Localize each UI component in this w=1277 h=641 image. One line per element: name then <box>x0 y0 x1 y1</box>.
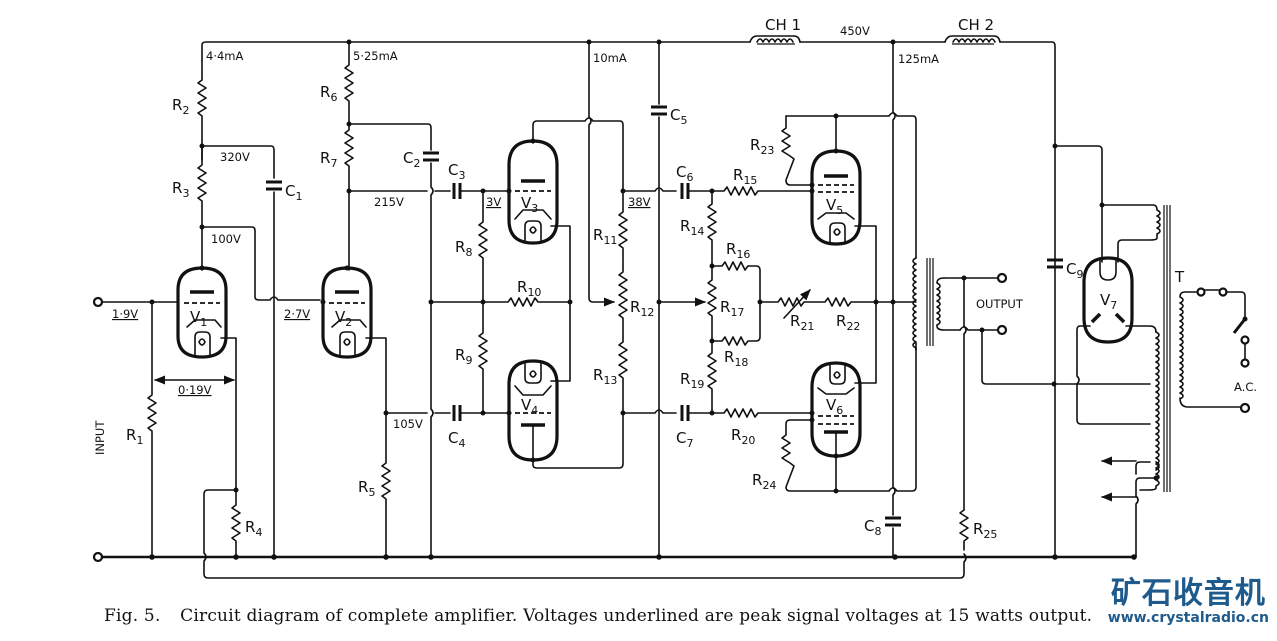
r15-label: R15 <box>733 166 757 187</box>
ch2-label: CH 2 <box>958 16 994 34</box>
c5-branch: C5 <box>651 41 707 558</box>
voltage-input: 1·9V <box>112 307 138 321</box>
stage-output: V5 R23 V6 R24 C8 <box>750 41 917 558</box>
r6-label: R6 <box>320 83 337 104</box>
choke-ch1: CH 1 <box>749 16 801 45</box>
v3-label: V3 <box>521 194 538 215</box>
r20-label: R20 <box>731 426 755 447</box>
c8-label: C8 <box>864 517 881 538</box>
c5-label: C5 <box>670 106 687 127</box>
v2-label: V2 <box>335 308 352 329</box>
r10-label: R10 <box>517 278 541 299</box>
r16-label: R16 <box>726 240 750 261</box>
r7-label: R7 <box>320 149 337 170</box>
v7-label: V7 <box>1100 291 1117 312</box>
c1-label: C1 <box>285 182 302 203</box>
r25-label: R25 <box>973 520 997 541</box>
c4-label: C4 <box>448 429 465 450</box>
voltage-v2-grid: 2·7V <box>284 307 310 321</box>
voltage-v3-out: 38V <box>628 195 651 209</box>
current-label-v2: 5·25mA <box>353 49 398 63</box>
r21-label: R21 <box>790 312 814 333</box>
r14-label: R14 <box>680 217 704 238</box>
ht-rail <box>201 39 1056 556</box>
c9-label: C9 <box>1066 260 1083 281</box>
v4-label: V4 <box>521 396 538 417</box>
r19-label: R19 <box>680 370 704 391</box>
current-label-v1: 4·4mA <box>206 49 243 63</box>
figure-number: Fig. 5. <box>104 606 161 626</box>
r11-label: R11 <box>593 226 617 247</box>
v5-label: V5 <box>826 196 843 217</box>
voltage-105v: 105V <box>393 417 423 431</box>
c2-label: C2 <box>403 149 420 170</box>
r8-label: R8 <box>455 238 472 259</box>
r23-label: R23 <box>750 136 774 157</box>
c3-label: C3 <box>448 161 465 182</box>
watermark-site-name: 矿石收音机 <box>1110 576 1266 611</box>
r13-label: R13 <box>593 366 617 387</box>
v1-label: V1 <box>190 308 207 329</box>
output-label: OUTPUT <box>976 297 1024 311</box>
c7-label: C7 <box>676 429 693 450</box>
power-supply: C9 V7 T <box>1047 143 1257 558</box>
voltage-v3-grid: 3V <box>486 195 501 209</box>
r5-label: R5 <box>358 478 375 499</box>
stage-phase-splitter: C3 3V R8 R10 R9 C4 V3 <box>428 41 677 469</box>
figure-caption-text: Circuit diagram of complete amplifier. V… <box>180 606 1093 626</box>
v6-label: V6 <box>826 396 843 417</box>
ground-rail <box>92 551 1137 563</box>
ac-label: A.C. <box>1234 380 1257 394</box>
r12-label: R12 <box>630 298 654 319</box>
r1-label: R1 <box>126 426 143 447</box>
output-transformer: OUTPUT R25 <box>912 257 1151 551</box>
input-label: INPUT <box>93 420 107 455</box>
hv-voltage-label: 450V <box>840 24 870 38</box>
transformer-label: T <box>1174 268 1185 286</box>
r9-label: R9 <box>455 346 472 367</box>
voltage-320v: 320V <box>220 150 250 164</box>
current-label-phase-splitter: 10mA <box>593 51 627 65</box>
voltage-100v: 100V <box>211 232 241 246</box>
voltage-215v: 215V <box>374 195 404 209</box>
ch1-label: CH 1 <box>765 16 801 34</box>
r17-label: R17 <box>720 298 744 319</box>
r22-label: R22 <box>836 312 860 333</box>
r2-label: R2 <box>172 96 189 117</box>
r3-label: R3 <box>172 179 189 200</box>
choke-ch2: CH 2 <box>944 16 1001 45</box>
figure-caption: Fig. 5. Circuit diagram of complete ampl… <box>104 606 1092 626</box>
driver-network: C6 R15 R14 R16 R17 R18 R19 R21 R22 C <box>676 163 879 450</box>
watermark: 矿石收音机 www.crystalradio.cn <box>1107 576 1269 627</box>
r24-label: R24 <box>752 471 776 492</box>
current-label-output: 125mA <box>898 52 939 66</box>
c6-label: C6 <box>676 163 693 184</box>
r4-label: R4 <box>245 518 262 539</box>
watermark-url: www.crystalradio.cn <box>1107 610 1269 626</box>
voltage-feedback: 0·19V <box>178 383 212 397</box>
r18-label: R18 <box>724 348 748 369</box>
